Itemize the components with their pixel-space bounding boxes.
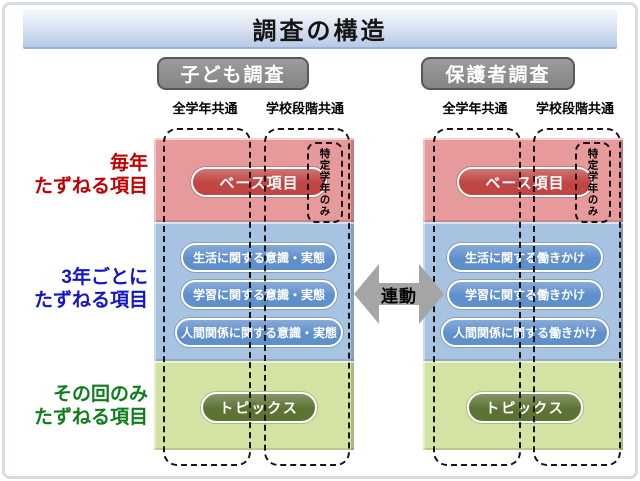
child-base-items-badge: ベース項目 — [191, 167, 327, 197]
parent-survey-header: 保護者調査 — [421, 57, 575, 90]
double-arrow-icon — [354, 264, 444, 324]
legend-triennial-line2: たずねる項目 — [33, 290, 148, 311]
parent-topics-badge: トピックス — [467, 392, 583, 423]
child-life-item: 生活に関する意識・実態 — [181, 243, 337, 272]
child-specific-grade-note: 特定学年のみ — [307, 142, 343, 223]
child-topics-badge: トピックス — [201, 392, 317, 423]
page-title: 調査の構造 — [23, 10, 617, 49]
parent-school-stage-dashed-group — [533, 128, 621, 466]
parent-base-items-badge: ベース項目 — [457, 167, 593, 197]
child-study-item: 学習に関する意識・実態 — [181, 280, 337, 309]
parent-life-item: 生活に関する働きかけ — [447, 243, 603, 272]
child-survey-header: 子ども調査 — [157, 57, 309, 90]
legend-annual-line1: 毎年 — [109, 153, 148, 174]
legend-topics-line1: その回のみ — [52, 384, 148, 405]
link-label: 連動 — [381, 286, 417, 306]
child-school-stage-dashed-group — [264, 128, 350, 466]
child-relationships-item: 人間関係に関する意識・実態 — [175, 318, 343, 347]
legend-triennial: 3年ごとに たずねる項目 — [0, 266, 148, 312]
legend-topics: その回のみ たずねる項目 — [0, 383, 148, 429]
parent-school-stage-label: 学校段階共通 — [535, 101, 614, 116]
link-arrow: 連動 — [352, 260, 446, 328]
child-school-stage-label: 学校段階共通 — [265, 101, 344, 116]
child-all-grades-dashed-group — [163, 128, 251, 466]
legend-topics-line2: たずねる項目 — [33, 407, 148, 428]
legend-triennial-line1: 3年ごとに — [61, 267, 148, 288]
legend-annual: 毎年 たずねる項目 — [0, 152, 148, 198]
parent-relationships-item: 人間関係に関する働きかけ — [441, 318, 609, 347]
parent-specific-grade-note: 特定学年のみ — [575, 142, 611, 223]
parent-study-item: 学習に関する働きかけ — [447, 280, 603, 309]
parent-all-grades-label: 全学年共通 — [442, 101, 508, 116]
legend-annual-line2: たずねる項目 — [33, 176, 148, 197]
child-all-grades-label: 全学年共通 — [172, 101, 238, 116]
parent-all-grades-dashed-group — [433, 128, 521, 466]
